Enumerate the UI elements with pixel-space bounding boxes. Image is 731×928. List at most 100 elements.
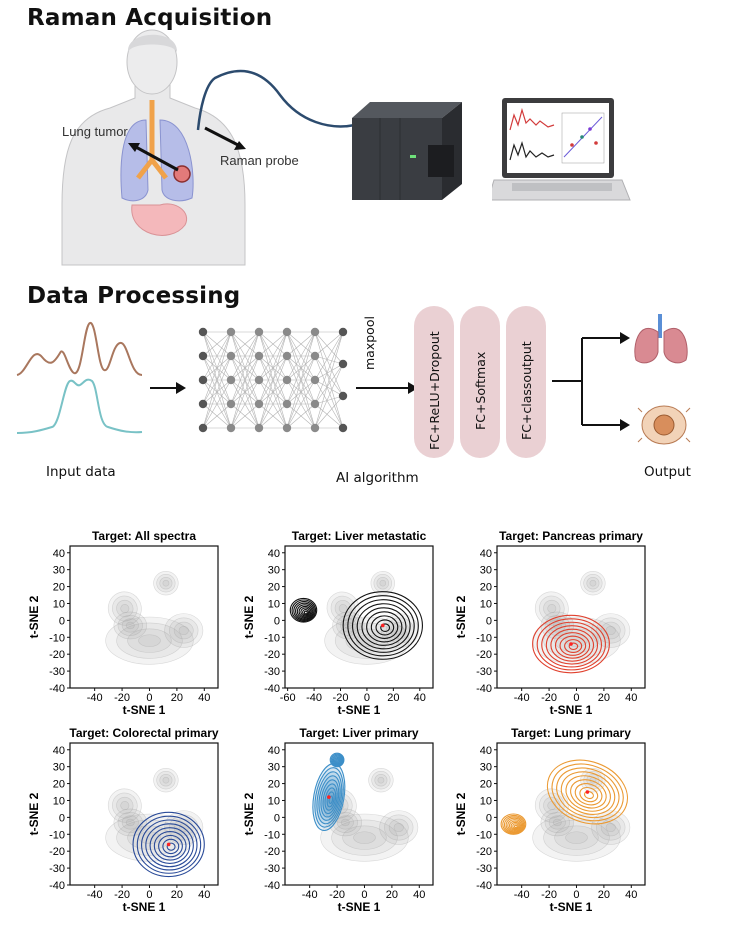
nn-node [282, 375, 292, 385]
acquisition-title: Raman Acquisition [27, 5, 273, 31]
layer-label-3: FC+classoutput [519, 341, 534, 440]
target-density-contour [545, 625, 599, 665]
target-density-contour [502, 814, 526, 834]
y-tick-label: 0 [486, 615, 492, 627]
y-axis-label: t-SNE 2 [454, 595, 468, 638]
background-density-contour [379, 579, 387, 587]
y-tick-label: -40 [476, 683, 492, 695]
x-tick-label: 40 [625, 692, 637, 704]
laptop-icon [492, 98, 631, 201]
x-axis-label: t-SNE 1 [123, 703, 166, 717]
y-tick-label: 20 [480, 582, 492, 594]
background-density-contour [156, 574, 176, 593]
target-density-contour [550, 628, 595, 662]
y-tick-label: 40 [53, 548, 65, 560]
y-tick-label: 20 [268, 779, 280, 791]
y-tick-label: -20 [476, 649, 492, 661]
background-density-contour [338, 604, 348, 613]
nn-node [338, 359, 348, 369]
x-tick-label: 40 [413, 889, 425, 901]
raman-probe-label: Raman probe [220, 153, 299, 168]
target-density-contour [532, 614, 610, 674]
target-density-contour [512, 823, 519, 829]
nn-node [254, 399, 264, 409]
x-tick-label: 0 [361, 889, 367, 901]
target-density-contour [546, 759, 629, 825]
background-density-contour [534, 788, 569, 823]
target-density-contour [570, 779, 607, 809]
nn-node [198, 351, 208, 361]
target-center-marker [569, 642, 573, 646]
background-density-contour [105, 813, 194, 862]
nn-node [338, 423, 348, 433]
x-tick-label: 40 [625, 889, 637, 901]
background-density-contour [117, 615, 143, 636]
target-density-contour [293, 601, 315, 621]
x-tick-label: 0 [573, 889, 579, 901]
target-density-contour [568, 642, 579, 651]
target-density-contour [556, 767, 620, 819]
target-density-contour [303, 610, 308, 615]
y-tick-label: -20 [49, 649, 65, 661]
y-tick-label: 20 [268, 582, 280, 594]
target-density-contour [296, 604, 313, 619]
target-density-contour [302, 609, 310, 616]
nn-node [254, 351, 264, 361]
y-tick-label: -40 [49, 880, 65, 892]
nn-node [254, 423, 264, 433]
background-density-contour [596, 814, 626, 841]
panel-title: Target: Liver metastatic [292, 529, 427, 543]
layer-pill-1 [414, 306, 454, 458]
lungs-icon [634, 314, 688, 364]
background-density-contour [586, 576, 600, 590]
panel-title: Target: All spectra [92, 529, 196, 543]
target-density-contour [298, 605, 312, 618]
background-density-contour [552, 818, 562, 827]
background-density-contour [112, 595, 138, 622]
target-density-contour [559, 635, 587, 656]
nn-node [198, 327, 208, 337]
background-density-contour [548, 815, 566, 830]
background-density-contour [159, 576, 173, 590]
y-tick-label: 0 [274, 812, 280, 824]
background-density-contour [340, 818, 350, 827]
x-tick-label: 20 [171, 889, 183, 901]
background-density-contour [116, 599, 134, 618]
x-tick-label: -40 [514, 889, 530, 901]
background-density-contour [605, 625, 616, 636]
x-tick-label: 0 [364, 692, 370, 704]
target-density-contour [503, 816, 525, 834]
x-axis-label: t-SNE 1 [550, 900, 593, 914]
nn-node [226, 327, 236, 337]
nn-node [282, 399, 292, 409]
y-tick-label: -20 [264, 649, 280, 661]
target-density-contour [536, 618, 606, 671]
nn-node [254, 327, 264, 337]
x-axis-label: t-SNE 1 [550, 703, 593, 717]
y-tick-label: 10 [268, 598, 280, 610]
maxpool-label: maxpool [362, 316, 377, 370]
y-tick-label: -10 [476, 829, 492, 841]
human-torso-illustration [61, 29, 356, 266]
background-density-contour [173, 621, 194, 640]
background-density-contour [580, 571, 606, 596]
x-tick-label: -20 [114, 692, 130, 704]
x-tick-label: -60 [280, 692, 296, 704]
target-center-marker [327, 795, 331, 799]
x-tick-label: -40 [87, 692, 103, 704]
target-density-contour [338, 760, 341, 764]
layer-pill-3 [506, 306, 546, 458]
panel-title: Target: Colorectal primary [69, 726, 218, 740]
y-axis-label: t-SNE 2 [242, 792, 256, 835]
target-center-marker [585, 790, 590, 794]
nn-node [226, 375, 236, 385]
y-tick-label: 40 [268, 548, 280, 560]
y-tick-label: -20 [49, 846, 65, 858]
background-density-contour [388, 818, 409, 837]
background-density-contour [121, 815, 139, 830]
y-axis-label: t-SNE 2 [454, 792, 468, 835]
nn-node [226, 399, 236, 409]
y-axis-label: t-SNE 2 [27, 792, 41, 835]
background-density-contour [105, 616, 194, 665]
output-branch-arrows [552, 332, 630, 431]
